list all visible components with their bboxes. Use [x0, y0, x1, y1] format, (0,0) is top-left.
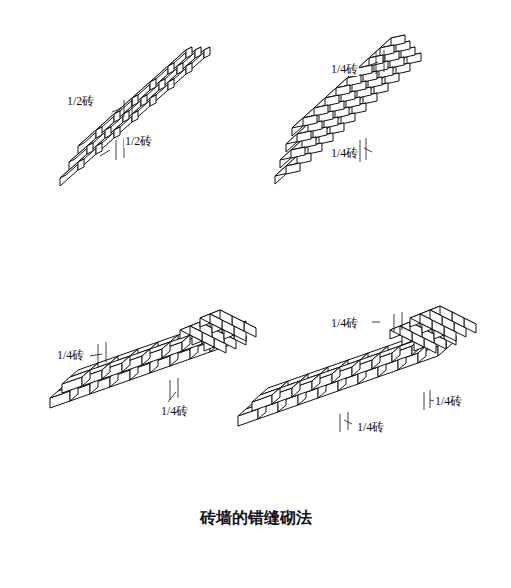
- brick-face: [150, 79, 156, 90]
- brick-face: [325, 95, 339, 106]
- brick-face: [114, 95, 138, 114]
- brick-face: [275, 163, 300, 176]
- brick-face: [292, 381, 300, 397]
- dimension-label: 1/2砖: [66, 94, 95, 108]
- brick-face: [280, 147, 305, 160]
- brick-face: [195, 47, 201, 58]
- brick-face: [272, 388, 280, 404]
- brick-face: [332, 367, 340, 383]
- brick-face: [291, 147, 305, 158]
- dimension-label: 1/2砖: [124, 134, 153, 148]
- dimension-label: 1/4砖: [160, 404, 189, 418]
- brick-face: [358, 65, 372, 76]
- brick-face: [372, 353, 380, 369]
- caption: 砖墙的错缝砌法: [0, 508, 511, 529]
- brick-face: [352, 360, 360, 376]
- dimension-label: 1/4砖: [330, 62, 359, 76]
- brick-face: [286, 131, 311, 144]
- dimension-label: 1/4砖: [434, 394, 463, 408]
- brick-face: [303, 115, 317, 126]
- dimension-label: 1/4砖: [330, 146, 359, 160]
- brick-face: [186, 47, 192, 58]
- brick-face: [168, 47, 192, 66]
- brick-face: [380, 45, 394, 56]
- brick-face: [297, 131, 311, 142]
- brick-face: [114, 111, 120, 122]
- dimension-label: 1/4砖: [356, 420, 385, 434]
- brick-face: [102, 363, 110, 379]
- brick-face: [142, 349, 150, 365]
- brick-face: [132, 79, 156, 98]
- brick-face: [347, 75, 361, 86]
- brick-face: [168, 63, 174, 74]
- brick-face: [150, 63, 174, 82]
- brick-face: [78, 127, 102, 146]
- brick-face: [96, 127, 102, 138]
- brick-face: [162, 342, 170, 358]
- dimension-label: 1/4砖: [330, 316, 359, 330]
- brick-face: [286, 163, 300, 174]
- brick-face: [391, 35, 405, 46]
- brick-face: [204, 47, 210, 58]
- brick-face: [336, 85, 350, 96]
- brick-face: [122, 356, 130, 372]
- brick-face: [292, 115, 317, 128]
- brick-face: [420, 314, 432, 329]
- brick-face: [190, 326, 202, 341]
- brick-face: [210, 314, 222, 329]
- brick-face: [96, 111, 120, 130]
- brick-face: [392, 346, 400, 362]
- brick-face: [314, 105, 328, 116]
- brick-face: [82, 370, 90, 386]
- brick-face: [132, 95, 138, 106]
- brick-face: [312, 374, 320, 390]
- dimension-label: 1/4砖: [56, 348, 85, 362]
